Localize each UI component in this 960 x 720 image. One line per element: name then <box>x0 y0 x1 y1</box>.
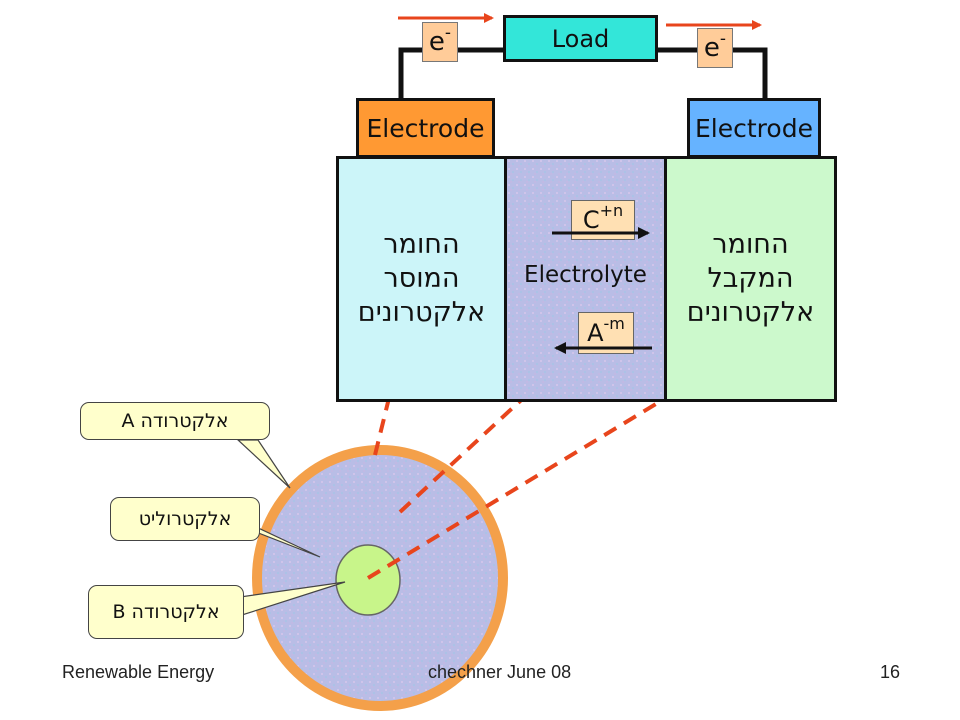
callout-electrode-b: אלקטרודה B <box>88 585 244 639</box>
electrolyte-texture <box>507 159 664 399</box>
electron-symbol-right: e- <box>703 29 727 63</box>
electron-acceptor-label: החומר המקבל אלקטרונים <box>686 229 815 328</box>
electron-chip-right: e- <box>697 28 733 68</box>
load-box: Load <box>503 15 658 62</box>
wire-left <box>398 47 503 100</box>
page-number: 16 <box>880 662 901 682</box>
electrode-left: Electrode <box>356 98 495 158</box>
cation-symbol: C+n <box>582 201 624 235</box>
anion-symbol: A-m <box>587 314 625 348</box>
footer-left: Renewable Energy <box>62 662 215 682</box>
particle-core <box>335 544 401 616</box>
electron-donor-label: החומר המוסר אלקטרונים <box>357 229 486 328</box>
callout-electrolyte: אלקטרוליט <box>110 497 260 541</box>
electron-donor-material: החומר המוסר אלקטרונים <box>336 156 507 402</box>
callout-electrode-a-text: אלקטרודה A <box>121 410 229 432</box>
electron-acceptor-material: החומר המקבל אלקטרונים <box>664 156 837 402</box>
callout-electrolyte-text: אלקטרוליט <box>138 508 232 530</box>
callout-electrode-b-text: אלקטרודה B <box>112 601 220 623</box>
footer-center: chechner June 08 <box>428 662 572 682</box>
anion-chip: A-m <box>578 312 634 354</box>
electrolyte-label: Electrolyte <box>524 262 647 288</box>
callout-electrode-a: אלקטרודה A <box>80 402 270 440</box>
electrode-left-label: Electrode <box>366 113 485 143</box>
electron-symbol-left: e- <box>428 23 452 57</box>
electrode-right-label: Electrode <box>695 113 813 143</box>
callout-tail-electrode-a <box>236 439 291 489</box>
load-label: Load <box>551 24 610 53</box>
cation-chip: C+n <box>571 200 635 240</box>
electrode-right: Electrode <box>687 98 821 158</box>
mapping-arrow-electrode-b <box>366 350 744 580</box>
electron-chip-left: e- <box>422 22 458 62</box>
wire-right <box>658 47 768 100</box>
